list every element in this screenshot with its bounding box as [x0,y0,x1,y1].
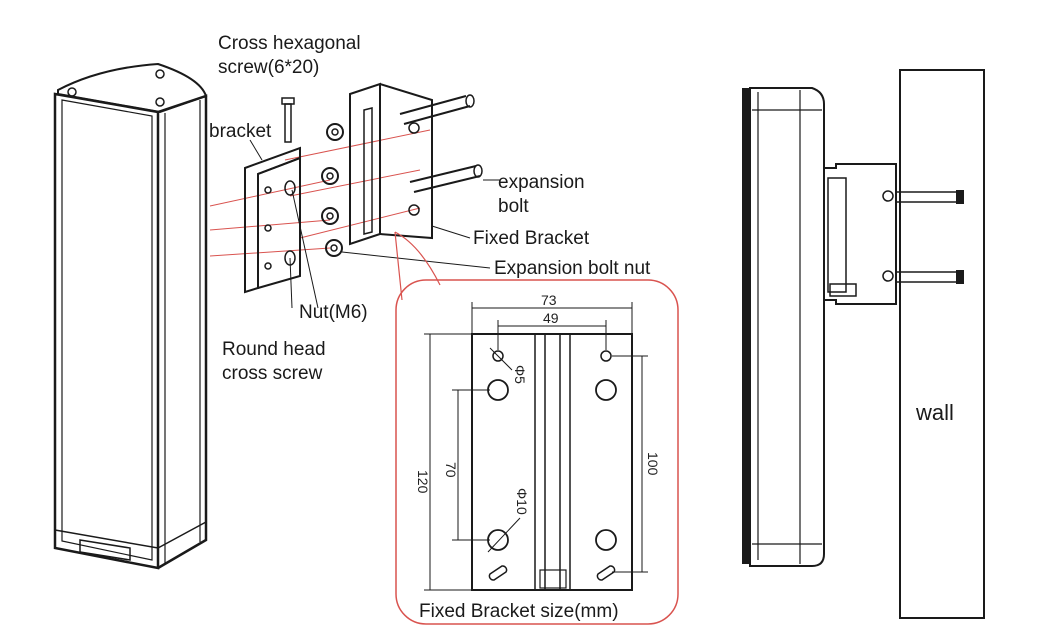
label-expansion-nut: Expansion bolt nut [494,258,651,279]
large-hole-br [595,529,617,551]
side-bolt-top [895,191,959,203]
dim-width-inner: 49 [543,310,559,326]
alignment-lines [209,129,431,257]
label-bracket: bracket [209,121,272,142]
slot-left [488,565,508,581]
label-expansion-2: bolt [498,196,529,217]
label-round-head-2: cross screw [222,363,323,384]
fixed-bracket-3d [349,82,483,246]
speaker-body [749,87,825,567]
detail-caption: Fixed Bracket size(mm) [419,601,619,622]
side-bracket [823,163,897,305]
nuts [321,123,344,257]
label-round-head-1: Round head [222,339,326,360]
large-hole-tr [595,379,617,401]
wall-label: wall [915,400,954,425]
speaker-column [53,62,208,570]
cross-hex-screw [281,97,295,143]
dim-small-hole: Φ5 [512,365,528,384]
dim-hole-spacing: 70 [443,462,459,478]
label-fixed-bracket: Fixed Bracket [473,228,590,249]
wall [899,69,985,619]
leader-lines [249,139,500,309]
mounting-bracket [244,146,301,294]
small-hole-left [492,350,504,362]
dim-height-outer: 120 [415,470,431,494]
label-nut: Nut(M6) [299,302,368,323]
label-cross-hex-1: Cross hexagonal [218,33,361,54]
speaker-grille [742,88,750,564]
dim-slot-spacing: 100 [645,452,661,476]
large-hole-tl [487,379,509,401]
small-hole-right [600,350,612,362]
label-expansion-1: expansion [498,172,585,193]
callout-curve [394,231,441,301]
dim-width-outer: 73 [541,292,557,308]
large-hole-bl [487,529,509,551]
label-cross-hex-2: screw(6*20) [218,57,319,78]
side-bolt-bottom [895,271,959,283]
slot-right [596,565,616,581]
fixed-bracket-detail: 73 49 120 70 100 Φ5 Φ10 Fixed Bracket si… [395,279,679,625]
detail-frame [395,279,679,625]
dim-large-hole: Φ10 [514,488,530,515]
side-view: wall [742,69,985,619]
bracket-plate [471,333,633,591]
